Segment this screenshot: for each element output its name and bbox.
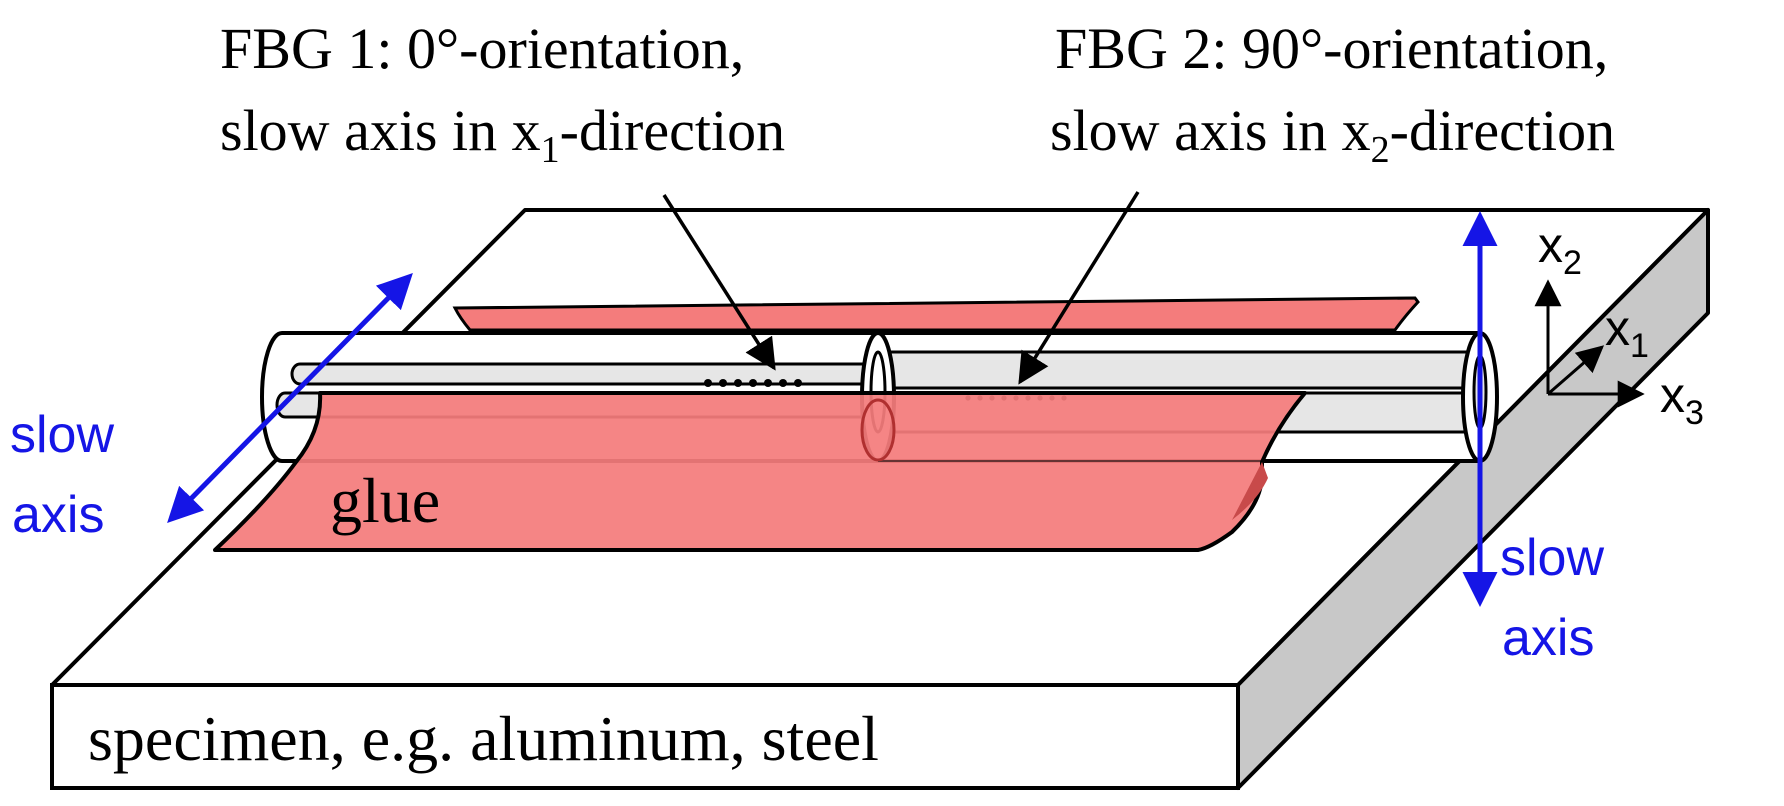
coord-x1-label: x1 (1605, 300, 1649, 365)
fbg1-callout-arrow (662, 194, 776, 371)
fiber-2-core-upper (883, 350, 1474, 390)
glue-right-fold (1232, 462, 1268, 520)
left-axis-label: axis (12, 486, 104, 544)
fbg1-label-line1: FBG 1: 0°-orientation, (220, 16, 744, 81)
right-axis-label: axis (1502, 609, 1594, 667)
fbg2-callout-arrow (1018, 191, 1140, 385)
double-arrow-icon (167, 273, 413, 523)
specimen-label: specimen, e.g. aluminum, steel (88, 703, 879, 774)
fbg2-label-line1: FBG 2: 90°-orientation, (1055, 16, 1608, 81)
coord-x3-label: x3 (1660, 367, 1704, 432)
right-slow-label: slow (1500, 529, 1604, 587)
fbg1-label-line2: slow axis in x1-direction (220, 98, 785, 171)
left-slow-label: slow (10, 406, 114, 464)
glue-label: glue (330, 465, 440, 536)
glue-back-strip (452, 296, 1420, 332)
plate-front-face (50, 683, 1240, 790)
coord-x2-label: x2 (1538, 217, 1582, 282)
axes-icon (1534, 279, 1645, 408)
fbg2-label-line2: slow axis in x2-direction (1050, 98, 1615, 171)
fbg1-grating-marks (704, 379, 802, 387)
